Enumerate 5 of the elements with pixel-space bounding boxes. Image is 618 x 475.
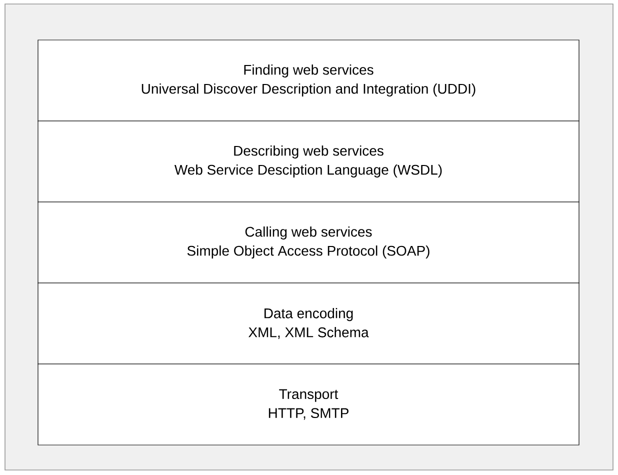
layer-box: Finding web services Universal Discover Description and Integration (UDDI) bbox=[38, 40, 580, 122]
layer-box: Transport HTTP, SMTP bbox=[38, 364, 580, 446]
layer-box: Calling web services Simple Object Access Protocol (SOAP) bbox=[38, 202, 580, 284]
layer-box: Data encoding XML, XML Schema bbox=[38, 282, 580, 364]
layer-box: Describing web services Web Service Desciption Language (WSDL) bbox=[38, 120, 580, 202]
